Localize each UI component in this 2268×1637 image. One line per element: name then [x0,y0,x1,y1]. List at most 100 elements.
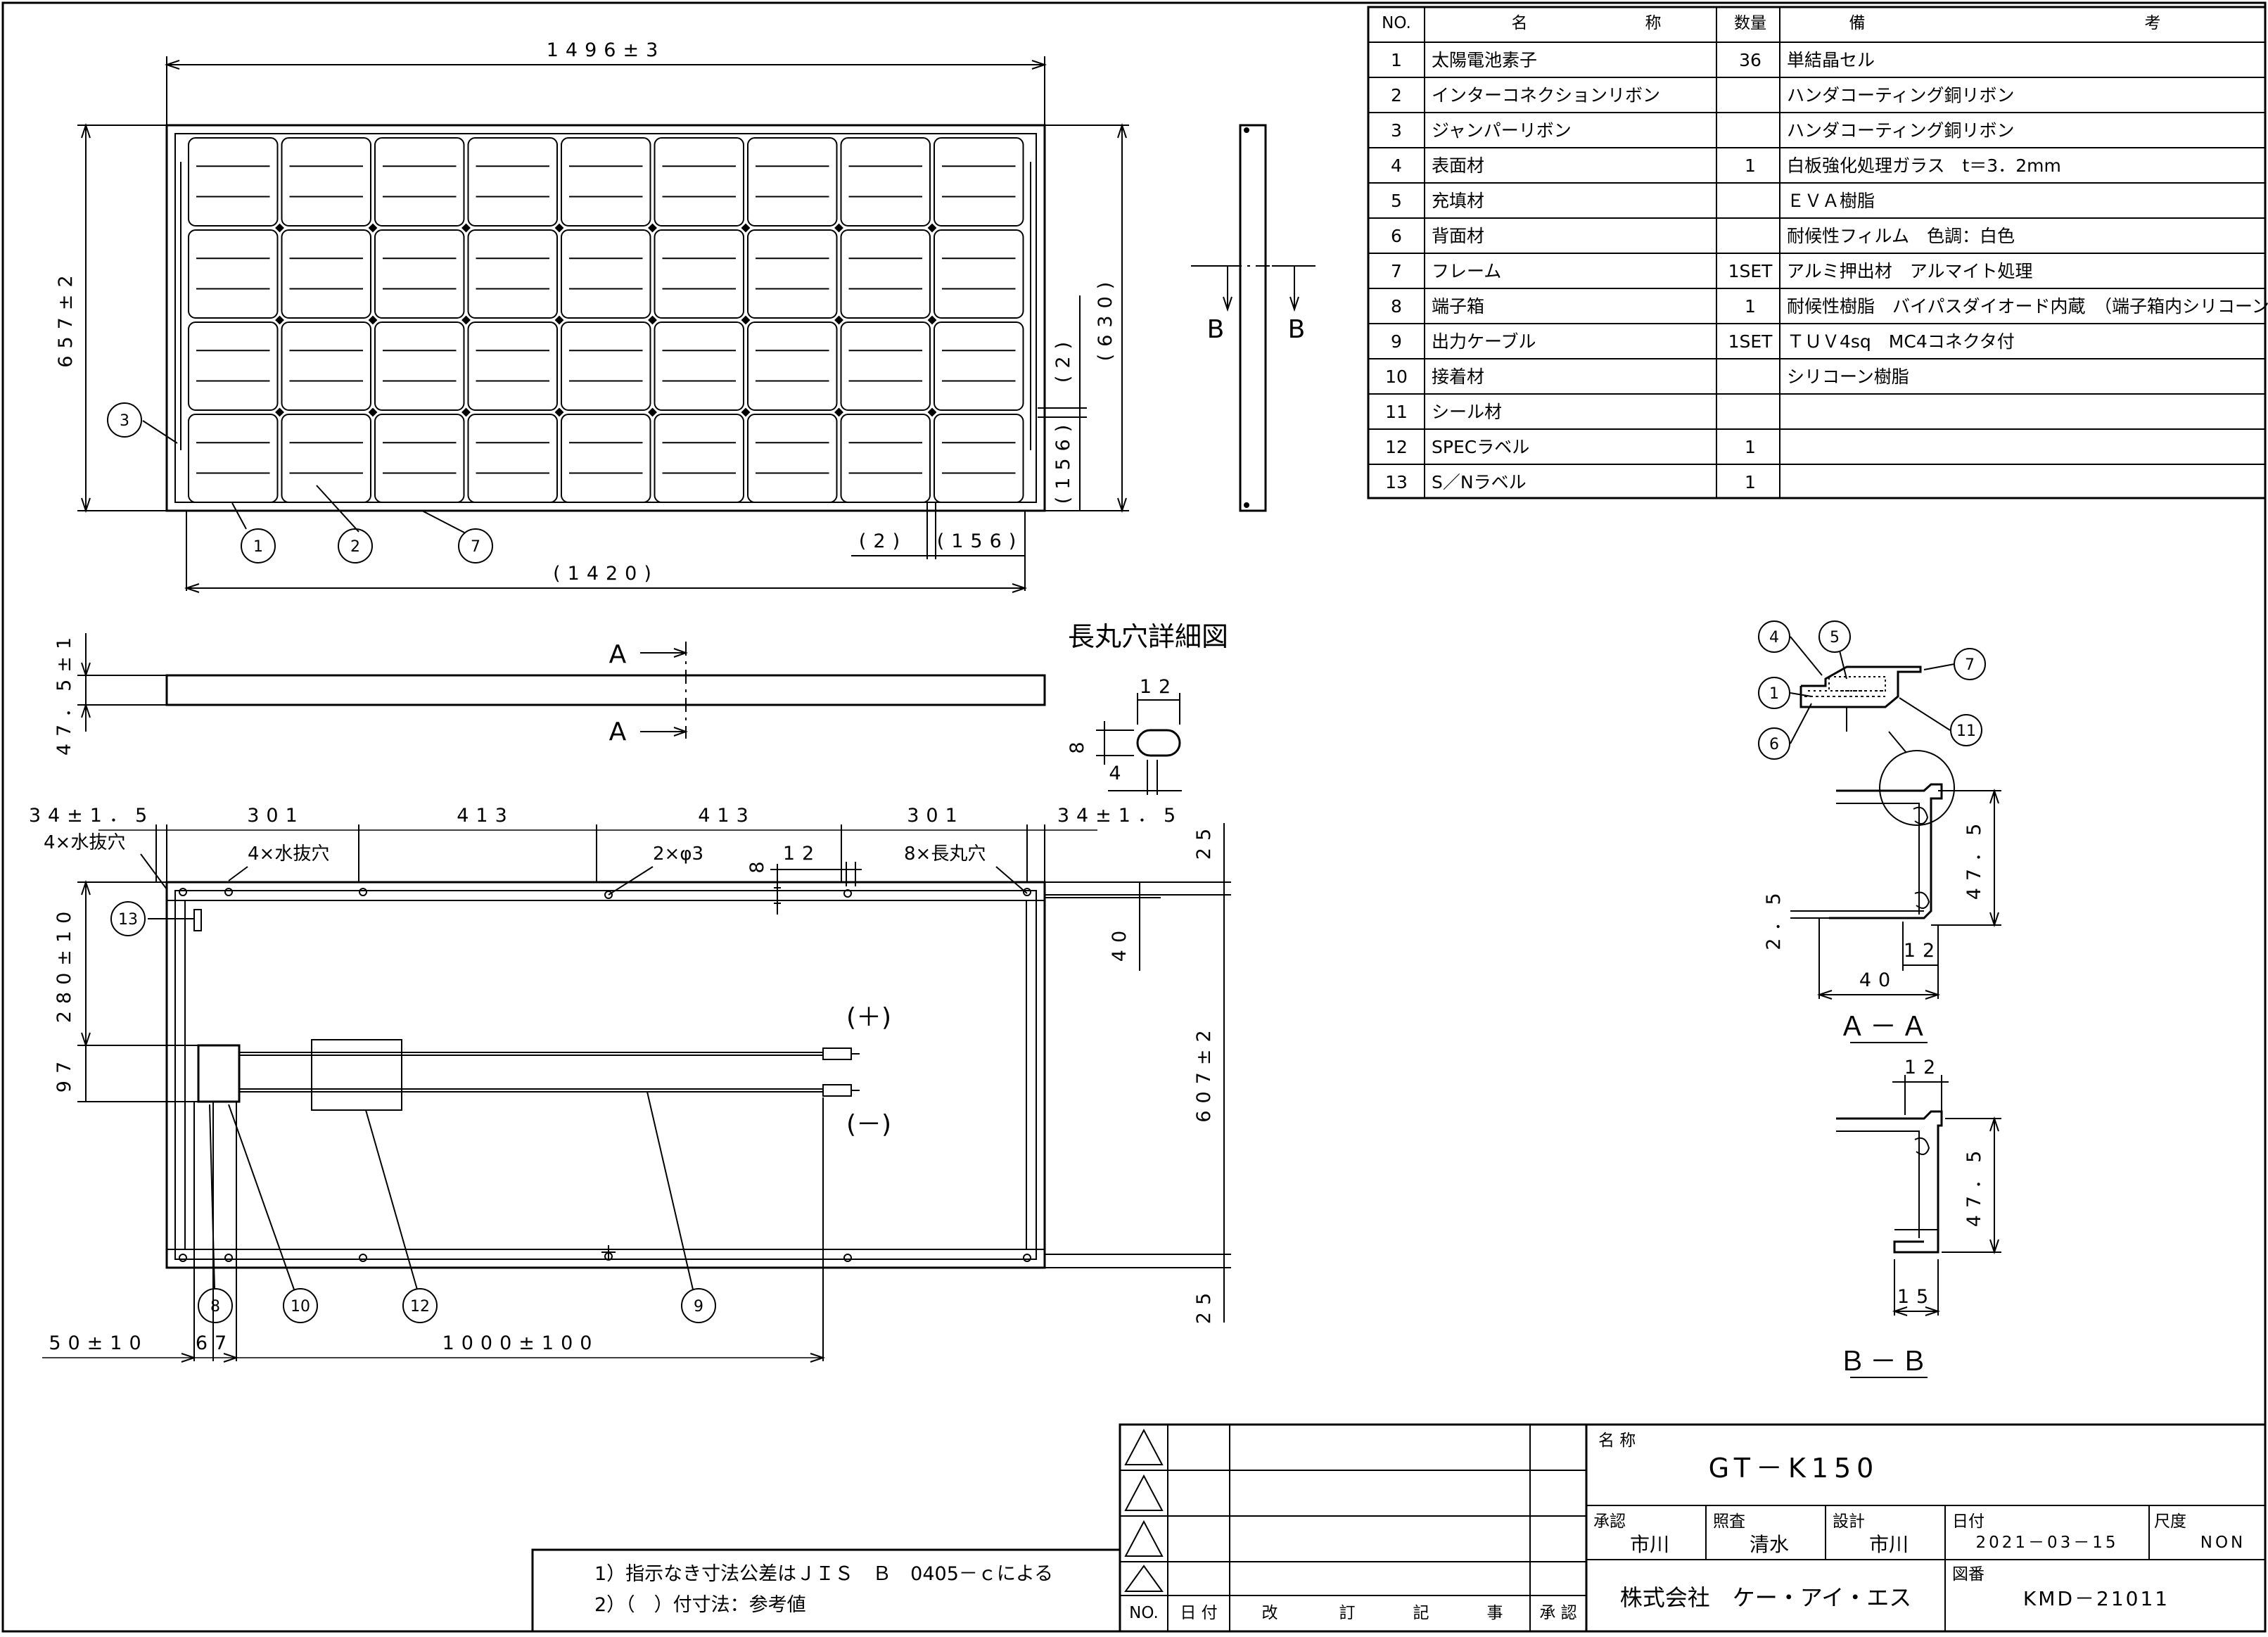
table-cell-no: 11 [1385,402,1408,422]
cell-corner-gap [275,407,284,417]
solar-cell [374,137,465,227]
solar-cell [840,137,931,227]
table-cell-qty: 1 [1745,437,1756,457]
balloon-12 [402,1288,438,1323]
table-cell-name: 表面材 [1432,155,1484,176]
tb-date: 2021－03－15 [1975,1534,2118,1552]
mounting-hole [179,1254,187,1262]
rev-header-kai: 改 [1262,1604,1278,1622]
mounting-hole [1023,1254,1031,1262]
side-frame [1239,124,1267,512]
solar-cell [654,414,744,503]
tb-name: GT－K150 [1709,1453,1880,1484]
section-b-label-right: B [1288,315,1306,344]
dim-1000: 1000±100 [442,1332,599,1354]
slot-shape [1136,729,1181,757]
table-cell-remark: アルミ押出材 アルマイト処理 [1787,261,2033,281]
section-bb: 12 47．5 15 Ｂ－Ｂ [1836,1057,2001,1378]
balloon-7 [458,528,493,563]
svg-text:10: 10 [291,1298,310,1316]
solar-cell [188,229,279,319]
svg-text:8: 8 [210,1298,220,1316]
solar-cell [747,229,838,319]
svg-text:6: 6 [1769,736,1779,753]
table-cell-name: シール材 [1432,402,1502,422]
dim-thickness: 47．5±1 [53,630,75,756]
svg-text:13: 13 [118,911,138,929]
solar-cell [747,414,838,503]
solar-cell [561,229,651,319]
balloon-2 [338,528,373,563]
solar-cell [934,321,1024,411]
rev-header-no: NO. [1129,1604,1159,1622]
cell-corner-gap [461,407,471,417]
spec-label-area [311,1039,402,1111]
solar-cell [840,321,931,411]
cell-corner-gap [368,407,378,417]
svg-text:4: 4 [1769,629,1779,646]
note-holes: 2×φ3 [653,843,703,865]
table-cell-no: 13 [1385,472,1408,492]
solar-cell [840,414,931,503]
tb-approved-label: 承認 [1593,1512,1626,1531]
table-cell-no: 7 [1391,261,1402,281]
table-cell-remark: 単結晶セル [1787,50,1875,70]
cell-corner-gap [554,315,564,325]
solar-cell-grid [180,137,1031,503]
tb-drawing-no-label: 図番 [1952,1565,1984,1584]
bb-title: Ｂ－Ｂ [1839,1346,1932,1377]
svg-text:3: 3 [120,412,129,430]
table-header-name-a: 名 [1512,14,1528,32]
svg-text:11: 11 [1956,722,1976,740]
table-cell-no: 5 [1391,191,1402,211]
aa-dim-12: 12 [1904,940,1942,962]
solar-cell [561,137,651,227]
dim-156-right: (156) [1052,418,1074,504]
aa-frame-profile [1829,783,1943,919]
dim-40: 40 [1109,924,1130,962]
rev-header-date: 日 付 [1180,1604,1217,1622]
slot-dim-8: 8 [1066,734,1088,753]
svg-text:9: 9 [694,1298,703,1316]
solar-cell [561,414,651,503]
back-frame-outer [165,881,1046,1269]
back-view: 34±1．5 301 413 413 301 34±1．5 4×水抜穴 4×水抜… [29,805,1231,1363]
solar-cell [654,321,744,411]
connector-plus [822,1047,852,1060]
dim-156-bottom: (156) [937,530,1024,552]
table-cell-name: 接着材 [1432,367,1484,387]
cell-corner-gap [554,407,564,417]
table-cell-no: 6 [1391,226,1402,246]
table-cell-remark: ハンダコーティング銅リボン [1787,120,2015,141]
rev-header-tei: 訂 [1339,1604,1356,1622]
cell-corner-gap [275,223,284,233]
solar-cell [281,321,371,411]
polarity-plus: (＋) [846,1003,891,1032]
mounting-hole [843,1254,852,1262]
cell-corner-gap [368,223,378,233]
note-line-2: 2）（ ）付寸法：参考値 [594,1594,806,1616]
svg-text:7: 7 [471,538,480,556]
slot-dim-12: 12 [1140,676,1178,698]
table-cell-qty: 1 [1745,296,1756,317]
balloon-10 [283,1288,318,1323]
cell-corner-gap [741,223,751,233]
dim-width: 1496±3 [547,39,665,61]
aa-balloon-11 [1950,714,1982,746]
solar-cell [281,229,371,319]
cell-corner-gap [927,315,937,325]
dim-50: 50±10 [49,1332,148,1354]
dim-slot-8: 8 [746,854,768,873]
dim-top-0: 34±1．5 [29,805,154,827]
back-frame-inner [174,890,1037,1260]
table-cell-name: 背面材 [1432,226,1484,246]
table-cell-remark: 白板強化処理ガラス t＝3．2mm [1787,155,2061,176]
table-cell-qty: 1SET [1728,261,1773,281]
svg-text:12: 12 [410,1298,430,1316]
table-cell-name: SPECラベル [1432,437,1529,457]
table-cell-no: 12 [1385,437,1408,457]
table-header-name-b: 称 [1645,14,1662,32]
note-slots: 8×長丸穴 [904,843,986,865]
aa-dim-47-5: 47．5 [1963,817,1985,900]
